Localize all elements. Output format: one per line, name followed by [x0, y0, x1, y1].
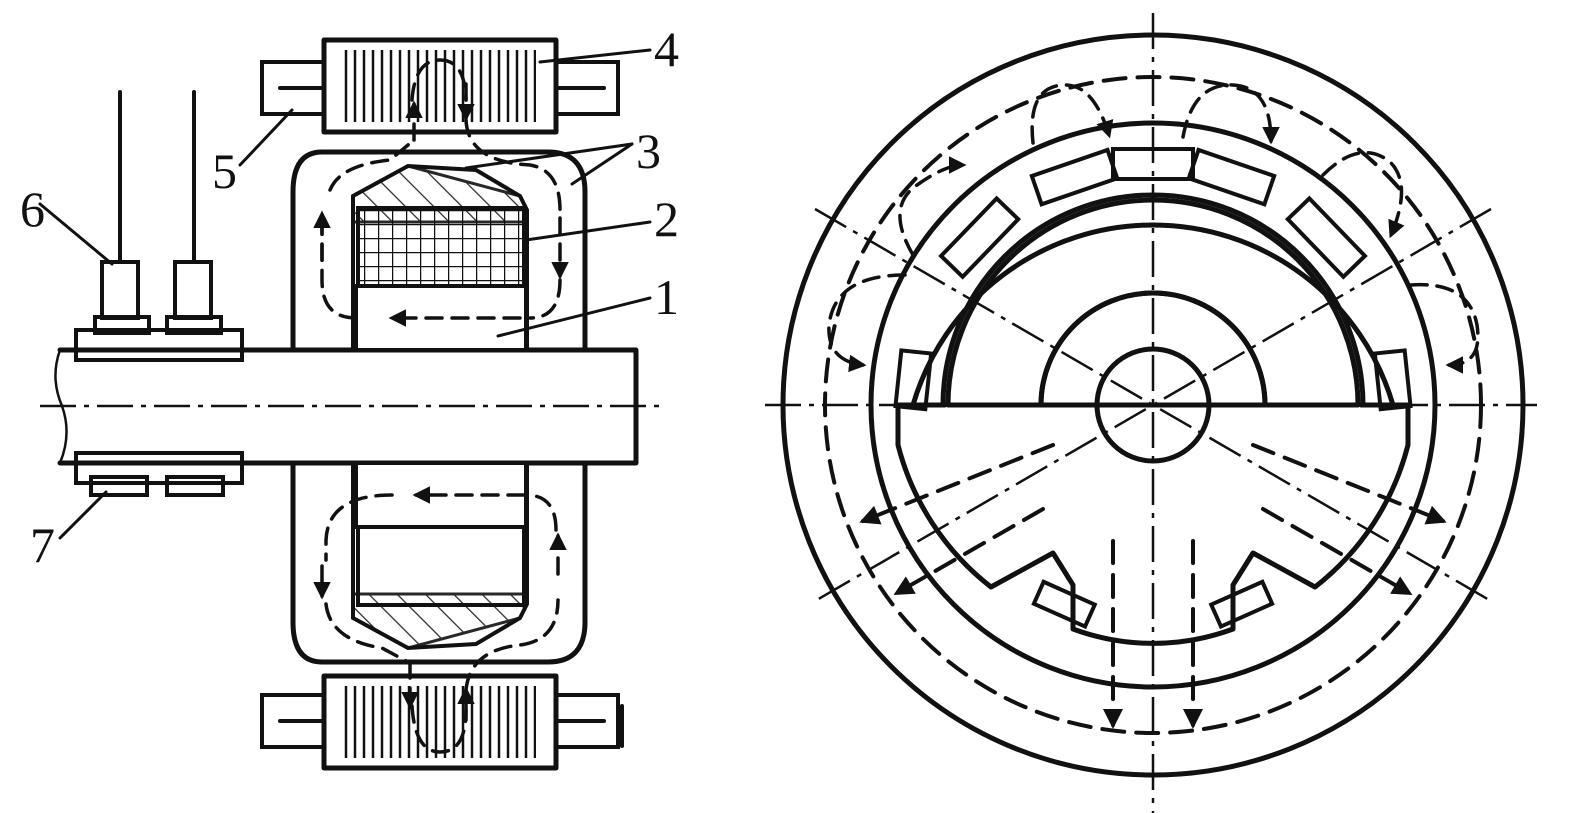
- rotor-lower: [290, 460, 588, 665]
- field-coil-lower: [356, 525, 526, 607]
- rotor-lower-body: [895, 402, 1411, 646]
- leader-lines: [38, 48, 652, 540]
- brush-1: [100, 260, 140, 320]
- leader-3b: [570, 142, 634, 186]
- rotor-upper: [290, 149, 588, 353]
- slot-r1: [1186, 147, 1277, 207]
- leader-2: [524, 220, 652, 242]
- stator-core-upper: [321, 37, 559, 135]
- leader-1: [496, 296, 652, 338]
- leader-5: [238, 108, 294, 167]
- slot-r2: [1284, 195, 1368, 280]
- leader-3a: [464, 142, 634, 170]
- leader-6: [38, 202, 114, 266]
- callout-7: 7: [30, 517, 55, 573]
- leader-4: [538, 48, 652, 64]
- slot-l3: [893, 348, 934, 412]
- lower-slots: [1031, 579, 1275, 630]
- callouts: 1 2 3 4 5 6 7: [20, 21, 679, 573]
- end-shaft: [1094, 346, 1212, 464]
- flux-path-side: [313, 58, 569, 754]
- slot-br: [1208, 579, 1275, 630]
- stator-flux-circle: [823, 75, 1483, 735]
- slot-l2: [938, 195, 1022, 280]
- side-view: 1 2 3 4 5 6 7: [20, 21, 679, 771]
- slip-ring-upper: [74, 328, 244, 362]
- end-view: [765, 13, 1537, 813]
- upper-slots: [893, 147, 1413, 412]
- ring-band-lower-2: [165, 475, 225, 497]
- stator-core-lower: [321, 673, 559, 771]
- callout-6: 6: [20, 181, 45, 237]
- callout-5: 5: [212, 143, 237, 199]
- rotor-upper-rim: [910, 192, 1396, 408]
- callout-1: 1: [654, 269, 679, 325]
- brush-2: [173, 260, 213, 320]
- stator-outer-circle: [780, 32, 1526, 778]
- rotor-hub-upper: [1038, 290, 1268, 408]
- stator-lower: [260, 673, 624, 771]
- slot-bl: [1031, 579, 1098, 630]
- flux-arrows-lower: [859, 443, 1447, 729]
- slot-r3: [1372, 348, 1413, 412]
- slot-l1: [1029, 147, 1120, 207]
- slip-ring-assembly: [74, 90, 244, 497]
- ring-band-lower-1: [89, 475, 149, 497]
- leader-7: [58, 490, 108, 540]
- callout-4: 4: [654, 21, 679, 77]
- callout-3: 3: [636, 123, 661, 179]
- stator-inner-circle: [868, 120, 1438, 690]
- flux-loops-upper: [827, 83, 1480, 374]
- stator-upper: [260, 37, 620, 135]
- callout-2: 2: [654, 191, 679, 247]
- slip-ring-lower: [74, 451, 244, 485]
